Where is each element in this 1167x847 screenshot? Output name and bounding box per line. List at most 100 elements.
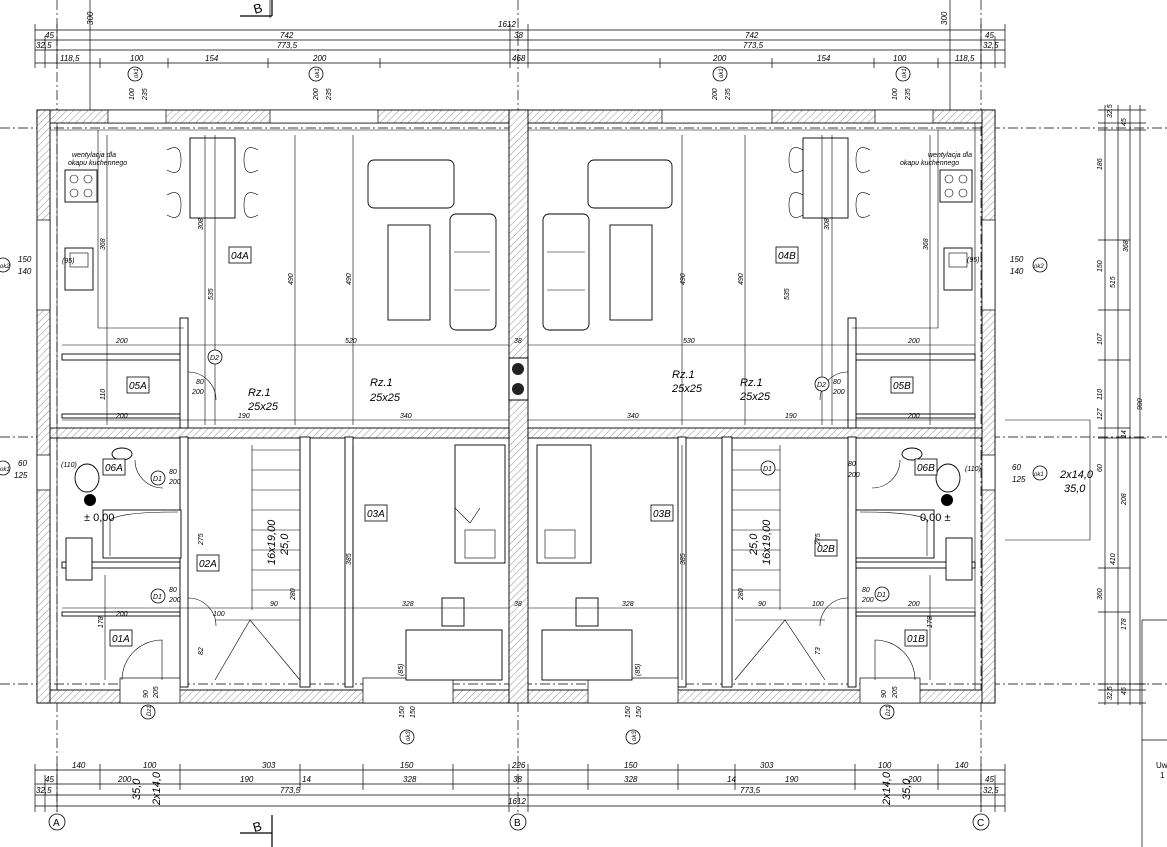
bottom-opening-tags: Dz1 Dz1 ok3 ok3 90 205 90 205 150 150 15… bbox=[140, 664, 899, 745]
door-d1-left-a: D1 bbox=[153, 476, 162, 483]
ramp-bottom-right-2: 35,0 bbox=[901, 778, 913, 800]
axis-c: C bbox=[977, 818, 984, 829]
room-03a: 03A bbox=[367, 509, 385, 520]
dimr-8: 60 bbox=[1097, 464, 1104, 472]
dim-535-left: 535 bbox=[208, 288, 215, 300]
room-02a: 02A bbox=[199, 559, 217, 570]
door-h-200-b: 200 bbox=[168, 597, 181, 604]
dim-edge-118-right: 118,5 bbox=[955, 54, 975, 63]
door-d2-left: D2 bbox=[210, 355, 219, 362]
dimr-1: 45 bbox=[1121, 118, 1128, 126]
dim-half-left: 742 bbox=[280, 31, 294, 40]
win-85-right: (85) bbox=[635, 664, 642, 676]
room-05b: 05B bbox=[893, 381, 911, 392]
dimr-9: 208 bbox=[1121, 493, 1128, 506]
door-h-200-d: 200 bbox=[832, 389, 845, 396]
right-dimensions: 32,5 45 186 150 107 110 127 14 60 208 36… bbox=[1097, 104, 1167, 847]
dimb-half-right: 773,5 bbox=[740, 786, 761, 795]
win-w-200-c: 200 bbox=[712, 88, 719, 101]
door-h-200-e: 200 bbox=[847, 472, 860, 479]
window-tag-ok1-right: ok1 bbox=[1034, 472, 1044, 478]
win-w-100-a: 100 bbox=[129, 88, 136, 100]
note-vent-right-1: wentylacja dla bbox=[928, 152, 972, 159]
dimb-r2-9: 200 bbox=[907, 775, 922, 784]
top-dimensions: 1612 742 742 773,5 773,5 38 45 45 32,5 3… bbox=[34, 0, 1006, 110]
dim-490-left-b: 490 bbox=[346, 273, 353, 285]
dimr-10: 360 bbox=[1097, 588, 1104, 600]
room-02b: 02B bbox=[817, 544, 835, 555]
annotations: wentylacja dla okapu kuchennego wentylac… bbox=[68, 152, 1094, 806]
dimr-3: 150 bbox=[1097, 260, 1104, 272]
note-rz-size-1: 25x25 bbox=[247, 401, 279, 413]
dim-top-3: 468 bbox=[512, 54, 526, 63]
dim-200-left-b: 200 bbox=[115, 413, 128, 420]
dim-top-5: 154 bbox=[817, 54, 831, 63]
dim-half-outer-right: 773,5 bbox=[743, 41, 764, 50]
window-tag-ok1-left: ok1 bbox=[0, 467, 10, 473]
window-tag-ok3-left: ok3 bbox=[406, 731, 412, 741]
dimb-r1-2: 303 bbox=[262, 761, 276, 770]
dim-82-left: 82 bbox=[198, 647, 205, 655]
dim-385-left: 385 bbox=[346, 553, 353, 565]
dz-h-205-right: 205 bbox=[892, 686, 899, 699]
dim-half-outer-left: 773,5 bbox=[277, 41, 298, 50]
note-rz-1: Rz.1 bbox=[248, 387, 271, 399]
note-rz-size-3: 25x25 bbox=[671, 383, 703, 395]
dim-200-right-c: 200 bbox=[907, 601, 920, 608]
dim-200-right-a: 200 bbox=[907, 338, 920, 345]
win-95-left: (95) bbox=[62, 258, 74, 265]
dim-280-left: 280 bbox=[290, 588, 297, 601]
note-stairs-right-2: 16x19,00 bbox=[761, 519, 773, 565]
interior-dimension-texts: 308 368 535 490 490 520 200 200 110 340 … bbox=[98, 218, 934, 655]
win-60-right: 60 bbox=[1012, 463, 1021, 472]
dim-90-right: 90 bbox=[758, 601, 766, 608]
dim-top-6: 100 bbox=[893, 54, 907, 63]
dimr-14: 368 bbox=[1123, 240, 1130, 252]
win-w-200-b: 200 bbox=[313, 88, 320, 101]
dim-490-right-a: 490 bbox=[680, 273, 687, 285]
ramp-left-1: 2x14,0 bbox=[151, 771, 163, 806]
dimr-11: 178 bbox=[1121, 618, 1128, 630]
dim-38-mid-b: 38 bbox=[514, 601, 522, 608]
room-03b: 03B bbox=[653, 509, 671, 520]
dim-368-right: 368 bbox=[923, 238, 930, 250]
dimr-13: 32,5 bbox=[1107, 686, 1114, 700]
dimb-r2-7: 14 bbox=[727, 775, 736, 784]
dim-height-300-left: 300 bbox=[86, 11, 95, 25]
door-tags: D2 D1 D1 D2 D1 D1 80 200 80 200 80 200 8… bbox=[61, 257, 981, 604]
window-tags-top: ok1 ok1 ok1 ok1 100 235 200 235 200 235 … bbox=[127, 66, 912, 101]
dim-top-2: 200 bbox=[312, 54, 327, 63]
furniture-right-unit bbox=[536, 137, 973, 681]
door-h-200-a: 200 bbox=[168, 479, 181, 486]
dim-308-right: 308 bbox=[824, 218, 831, 230]
win-h-150-bottom-left: 150 bbox=[410, 706, 417, 718]
door-w-80-d: 80 bbox=[833, 379, 841, 386]
dimb-r1-3: 150 bbox=[400, 761, 414, 770]
dimb-r2-1: 200 bbox=[117, 775, 132, 784]
dimr-17: 990 bbox=[1137, 398, 1144, 410]
room-06a: 06A bbox=[105, 463, 123, 474]
dim-top-1: 154 bbox=[205, 54, 219, 63]
dimb-total: 1612 bbox=[508, 797, 526, 806]
door-w-80-a: 80 bbox=[169, 469, 177, 476]
room-tags: 04A 05A 06A 03A 02A 01A 04B 05B 06B 03B … bbox=[102, 246, 938, 647]
win-w-150-bottom-right: 150 bbox=[625, 706, 632, 718]
window-tag-ok3-right: ok3 bbox=[632, 731, 638, 741]
axis-a: A bbox=[53, 818, 60, 829]
door-d2-right: D2 bbox=[817, 382, 826, 389]
dim-200-left-c: 200 bbox=[115, 611, 128, 618]
dimb-r1-8: 140 bbox=[955, 761, 969, 770]
win-h-235-c: 235 bbox=[725, 88, 732, 101]
dimb-r2-0: 45 bbox=[45, 775, 54, 784]
window-tag-ok1-c: ok1 bbox=[719, 68, 725, 78]
section-label-bottom: B bbox=[251, 818, 263, 835]
dimb-r2-8: 190 bbox=[785, 775, 799, 784]
dimb-r1-0: 140 bbox=[72, 761, 86, 770]
dim-half-right: 742 bbox=[745, 31, 759, 40]
dim-328-left: 328 bbox=[402, 601, 414, 608]
dim-340-right: 340 bbox=[627, 413, 639, 420]
dim-90-left: 90 bbox=[270, 601, 278, 608]
dz-h-205-left: 205 bbox=[153, 686, 160, 699]
win-h-150-bottom-right: 150 bbox=[636, 706, 643, 718]
